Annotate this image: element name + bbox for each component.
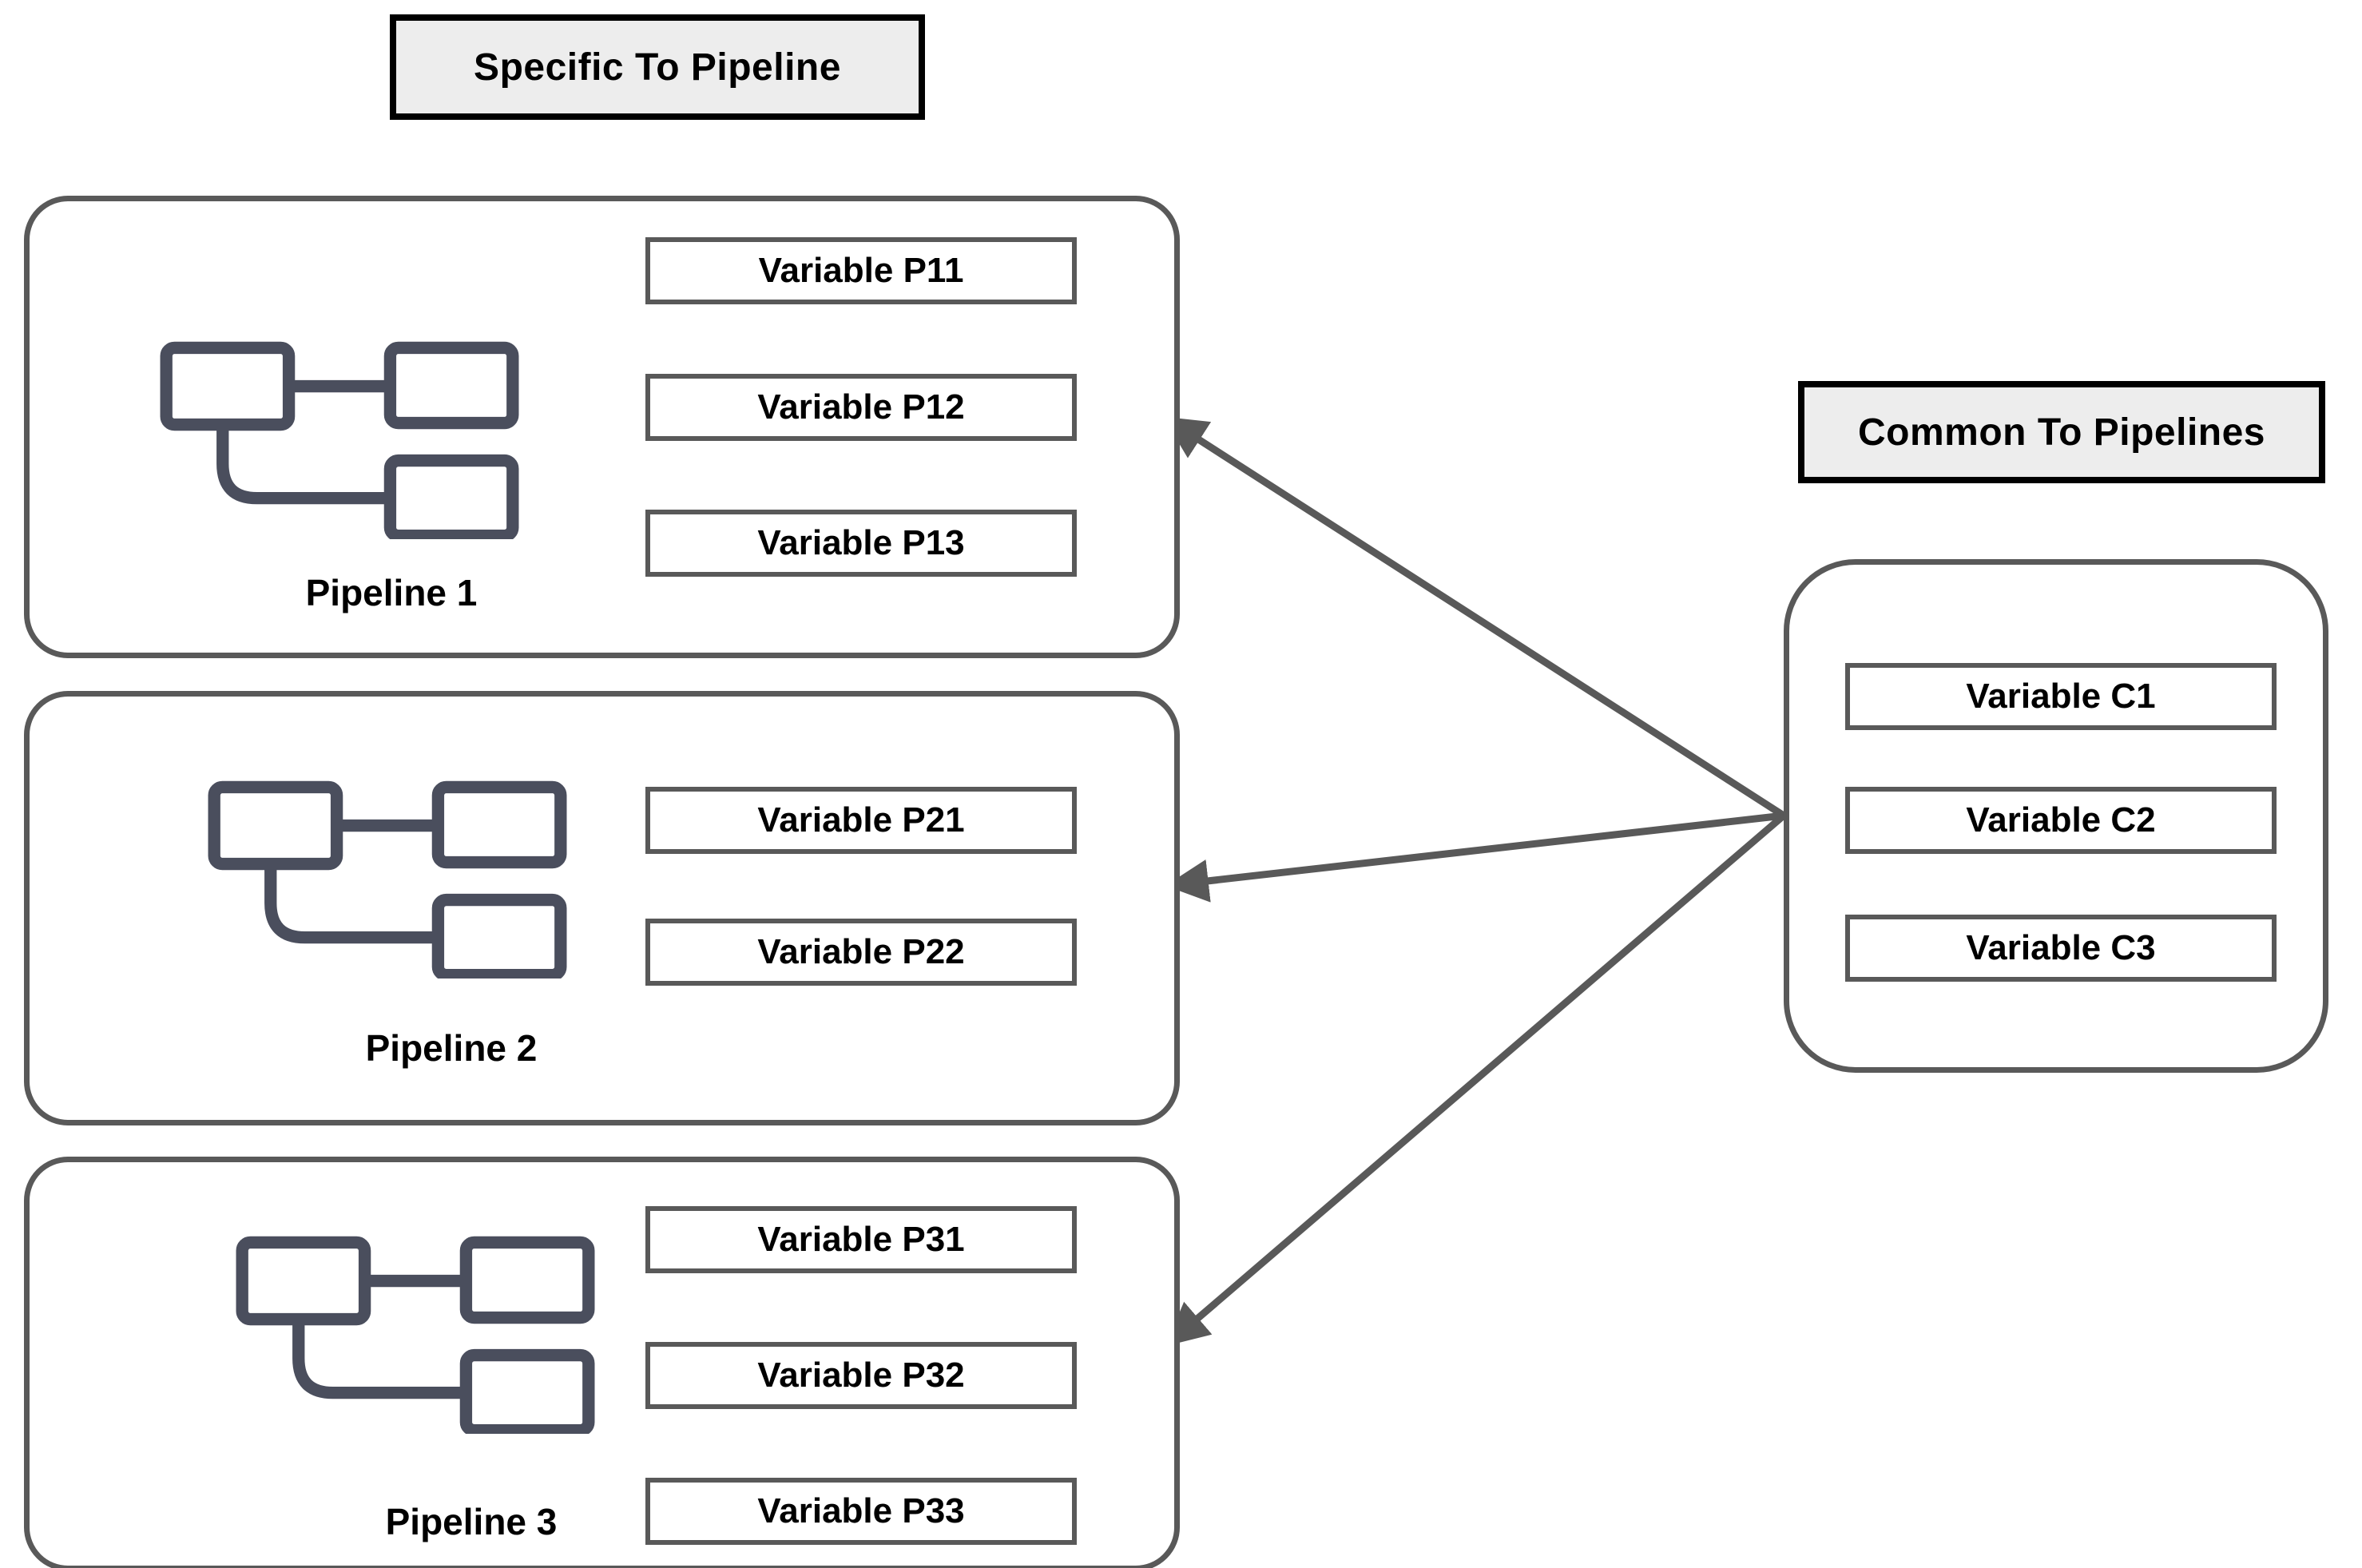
pipeline-flowchart-icon: [236, 1236, 595, 1434]
pipeline-2-label: Pipeline 2: [365, 1027, 538, 1069]
pipeline-2-container: Variable P21 Variable P22 Pipeline 2: [24, 691, 1180, 1125]
common-to-pipelines-header-label: Common To Pipelines: [1858, 411, 2265, 454]
variable-box-c3: Variable C3: [1845, 915, 2277, 982]
variable-label: Variable P32: [757, 1356, 965, 1395]
variable-box-p33: Variable P33: [645, 1478, 1077, 1545]
variable-label: Variable P13: [757, 523, 965, 562]
variable-box-p32: Variable P32: [645, 1342, 1077, 1409]
pipeline-1-container: Variable P11 Variable P12 Variable P13 P…: [24, 196, 1180, 658]
arrow-common-to-pipeline-1: [1163, 416, 1786, 819]
variable-label: Variable P22: [757, 932, 965, 971]
variable-box-p31: Variable P31: [645, 1206, 1077, 1273]
variable-box-p22: Variable P22: [645, 919, 1077, 986]
specific-to-pipeline-header-label: Specific To Pipeline: [474, 46, 841, 89]
arrow-common-to-pipeline-3: [1165, 812, 1786, 1347]
variable-box-c2: Variable C2: [1845, 787, 2277, 854]
variable-label: Variable P11: [758, 251, 964, 290]
common-variables-container: Variable C1 Variable C2 Variable C3: [1784, 559, 2328, 1073]
pipeline-3-label: Pipeline 3: [385, 1501, 558, 1542]
variable-label: Variable P21: [757, 800, 965, 840]
arrow-common-to-pipeline-2: [1165, 812, 1784, 903]
variable-label: Variable C3: [1966, 928, 2156, 967]
pipeline-3-container: Variable P31 Variable P32 Variable P33 P…: [24, 1157, 1180, 1568]
common-to-pipelines-header: Common To Pipelines: [1798, 381, 2325, 483]
variable-box-p21: Variable P21: [645, 787, 1077, 854]
variable-label: Variable C2: [1966, 800, 2156, 840]
variable-box-c1: Variable C1: [1845, 663, 2277, 730]
variable-box-p13: Variable P13: [645, 510, 1077, 577]
variable-label: Variable P31: [757, 1220, 965, 1259]
pipeline-flowchart-icon: [208, 780, 567, 979]
variable-label: Variable C1: [1966, 677, 2156, 716]
pipeline-1-label: Pipeline 1: [305, 572, 478, 613]
variable-box-p11: Variable P11: [645, 237, 1077, 304]
variable-label: Variable P33: [757, 1491, 965, 1530]
pipeline-flowchart-icon: [160, 341, 519, 539]
variable-box-p12: Variable P12: [645, 374, 1077, 441]
variable-label: Variable P12: [757, 387, 965, 427]
specific-to-pipeline-header: Specific To Pipeline: [390, 14, 925, 120]
